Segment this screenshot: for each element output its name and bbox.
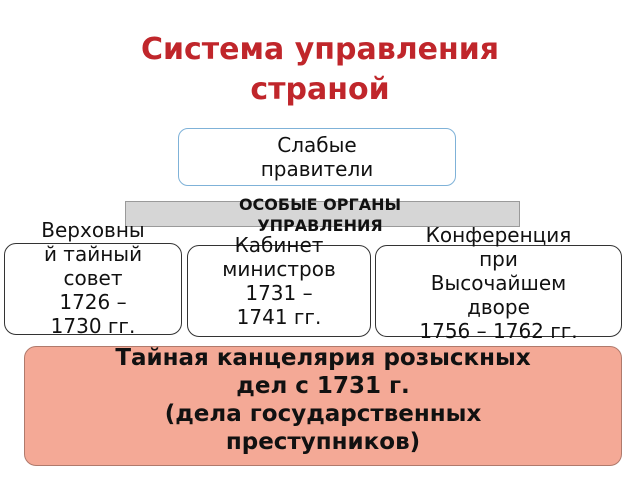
cabinet-of-ministers-line-1: Кабинет <box>234 233 324 257</box>
conference-at-court-line-2: при <box>479 247 518 271</box>
supreme-privy-council-line-1: Верховны <box>41 218 145 242</box>
weak-rulers-line-1: Слабые <box>277 133 357 157</box>
title-line-1: Система управления <box>140 32 500 67</box>
supreme-privy-council-line-4: 1726 – <box>59 290 127 314</box>
weak-rulers-line-2: правители <box>260 157 374 181</box>
cabinet-of-ministers-box: Кабинет министров 1731 – 1741 гг. <box>187 233 371 337</box>
supreme-privy-council-line-5: 1730 гг. <box>50 314 136 338</box>
cabinet-of-ministers-line-2: министров <box>222 257 336 281</box>
supreme-privy-council-line-3: совет <box>63 266 123 290</box>
supreme-privy-council-line-2: й тайный <box>43 242 143 266</box>
supreme-privy-council-box: Верховны й тайный совет 1726 – 1730 гг. <box>4 218 182 338</box>
special-organs-bar <box>125 201 520 227</box>
cabinet-of-ministers-line-3: 1731 – <box>245 281 313 305</box>
page-title: Система управления страной <box>0 30 640 110</box>
conference-at-court-line-3: Высочайшем <box>430 271 567 295</box>
secret-chancellery-box: Тайная канцелярия розыскных дел с 1731 г… <box>24 345 622 466</box>
special-organs-line-2: УПРАВЛЕНИЯ <box>257 216 383 235</box>
conference-at-court-line-4: дворе <box>467 295 530 319</box>
cabinet-of-ministers-line-4: 1741 гг. <box>236 305 322 329</box>
weak-rulers-box: Слабые правители <box>178 128 456 186</box>
secret-chancellery-line-1: Тайная канцелярия розыскных <box>115 345 531 371</box>
secret-chancellery-line-2: дел с 1731 г. <box>236 373 410 399</box>
conference-at-court-line-5: 1756 – 1762 гг. <box>419 319 578 343</box>
conference-at-court-box: Конференция при Высочайшем дворе 1756 – … <box>375 223 622 343</box>
conference-at-court-line-1: Конференция <box>425 223 572 247</box>
secret-chancellery-line-4: преступников) <box>225 429 421 455</box>
conference-at-court-text: Конференция при Высочайшем дворе 1756 – … <box>376 223 621 343</box>
cabinet-of-ministers-text: Кабинет министров 1731 – 1741 гг. <box>188 233 370 329</box>
secret-chancellery-line-3: (дела государственных <box>164 401 482 427</box>
title-line-2: страной <box>250 72 390 107</box>
special-organs-label: ОСОБЫЕ ОРГАНЫ УПРАВЛЕНИЯ <box>175 194 465 236</box>
supreme-privy-council-text: Верховны й тайный совет 1726 – 1730 гг. <box>5 218 181 338</box>
special-organs-line-1: ОСОБЫЕ ОРГАНЫ <box>238 195 402 214</box>
